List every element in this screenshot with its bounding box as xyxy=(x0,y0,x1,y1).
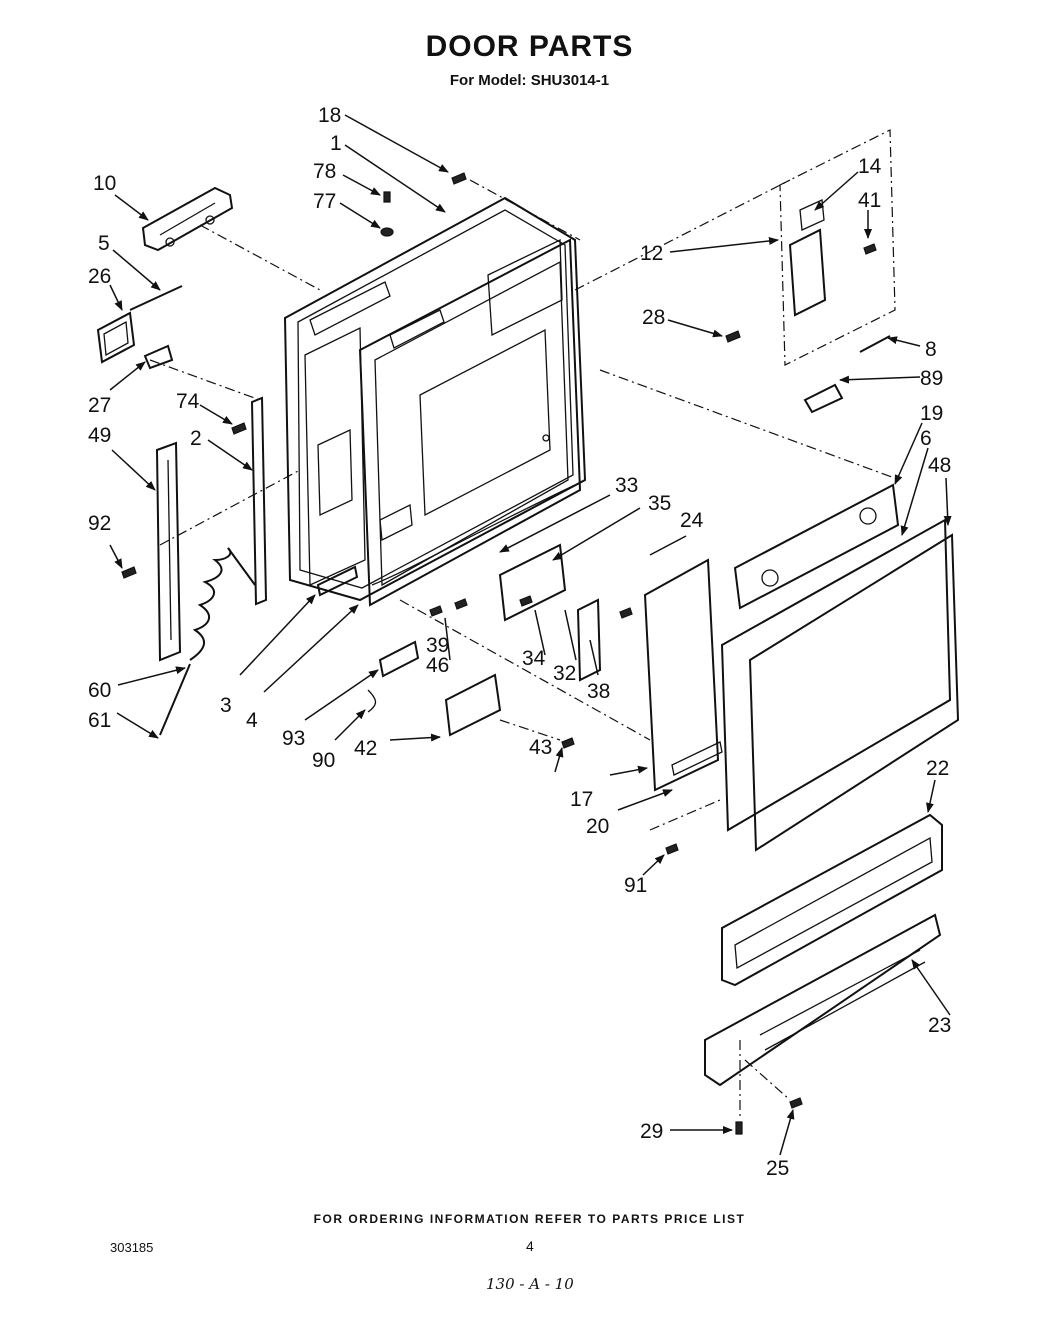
front-door-panel xyxy=(748,533,960,852)
ordering-note: FOR ORDERING INFORMATION REFER TO PARTS … xyxy=(313,1212,746,1226)
control-panel-strip xyxy=(733,483,900,610)
callout-14: 14 xyxy=(858,155,882,178)
callout-74: 74 xyxy=(176,390,200,413)
callout-61: 61 xyxy=(88,709,111,732)
latch-plate xyxy=(498,543,567,622)
callout-25: 25 xyxy=(766,1157,789,1180)
latch-strike xyxy=(576,598,602,682)
callout-60: 60 xyxy=(88,679,111,702)
bottom-hinge-bracket xyxy=(671,741,723,776)
callout-4: 4 xyxy=(246,709,258,732)
callout-17: 17 xyxy=(570,788,593,811)
door-spring xyxy=(189,547,256,661)
callout-22: 22 xyxy=(926,757,949,780)
callout-8: 8 xyxy=(925,338,937,361)
side-channel xyxy=(250,396,268,606)
callout-24: 24 xyxy=(680,509,704,532)
callout-5: 5 xyxy=(98,232,110,255)
toe-panel xyxy=(721,813,943,987)
switch-bracket xyxy=(96,311,136,364)
callout-26: 26 xyxy=(88,265,111,288)
callout-42: 42 xyxy=(354,737,377,760)
handwritten-note: 130 - A - 10 xyxy=(486,1275,574,1293)
callout-leaders xyxy=(109,114,952,1156)
page-title: DOOR PARTS xyxy=(425,30,634,63)
callout-12: 12 xyxy=(640,242,663,265)
callout-89: 89 xyxy=(920,367,943,390)
top-vent-bracket xyxy=(141,186,234,252)
door-frame xyxy=(720,518,952,832)
callout-27: 27 xyxy=(88,394,111,417)
callout-33: 33 xyxy=(615,474,638,497)
callout-2: 2 xyxy=(190,427,202,450)
retainer-clip xyxy=(367,689,377,713)
kick-plate xyxy=(704,913,942,1087)
callout-3: 3 xyxy=(220,694,232,717)
callout-32: 32 xyxy=(553,662,576,685)
callout-10: 10 xyxy=(93,172,116,195)
callout-18: 18 xyxy=(318,104,341,127)
outer-door-panel xyxy=(283,196,587,602)
callout-34: 34 xyxy=(522,647,546,670)
callout-49: 49 xyxy=(88,424,111,447)
page-number: 4 xyxy=(526,1238,534,1254)
callout-39: 39 xyxy=(426,634,449,657)
callout-labels: 18 1 78 77 10 5 26 27 74 49 2 92 60 61 3… xyxy=(88,104,951,1180)
insulation-panel xyxy=(643,558,720,792)
spring-link xyxy=(159,663,191,736)
callout-41: 41 xyxy=(858,189,881,212)
spring-clip xyxy=(143,344,174,370)
callout-77: 77 xyxy=(313,190,336,213)
callout-92: 92 xyxy=(88,512,111,535)
callout-20: 20 xyxy=(586,815,609,838)
document-number: 303185 xyxy=(110,1240,154,1255)
callout-23: 23 xyxy=(928,1014,951,1037)
callout-35: 35 xyxy=(648,492,671,515)
callout-43: 43 xyxy=(529,736,552,759)
callout-1: 1 xyxy=(330,132,342,155)
callout-46: 46 xyxy=(426,654,449,677)
callout-90: 90 xyxy=(312,749,335,772)
rod xyxy=(129,285,183,311)
callout-48: 48 xyxy=(928,454,951,477)
callout-29: 29 xyxy=(640,1120,663,1143)
callout-93: 93 xyxy=(282,727,305,750)
hinge-pin xyxy=(859,335,891,353)
callout-38: 38 xyxy=(587,680,610,703)
mounting-plate xyxy=(444,673,502,737)
hinge-stop xyxy=(378,640,420,678)
lower-hinge xyxy=(803,383,844,414)
callout-19: 19 xyxy=(920,402,943,425)
model-subtitle: For Model: SHU3014-1 xyxy=(449,72,610,89)
callout-28: 28 xyxy=(642,306,665,329)
callout-6: 6 xyxy=(920,427,932,450)
callout-91: 91 xyxy=(624,874,647,897)
callout-78: 78 xyxy=(313,160,336,183)
screw-fasteners xyxy=(121,172,877,1135)
alignment-lines xyxy=(149,179,901,1120)
inner-door-liner xyxy=(358,238,582,607)
gasket-strip xyxy=(316,565,359,597)
side-trim-strip xyxy=(155,441,182,662)
